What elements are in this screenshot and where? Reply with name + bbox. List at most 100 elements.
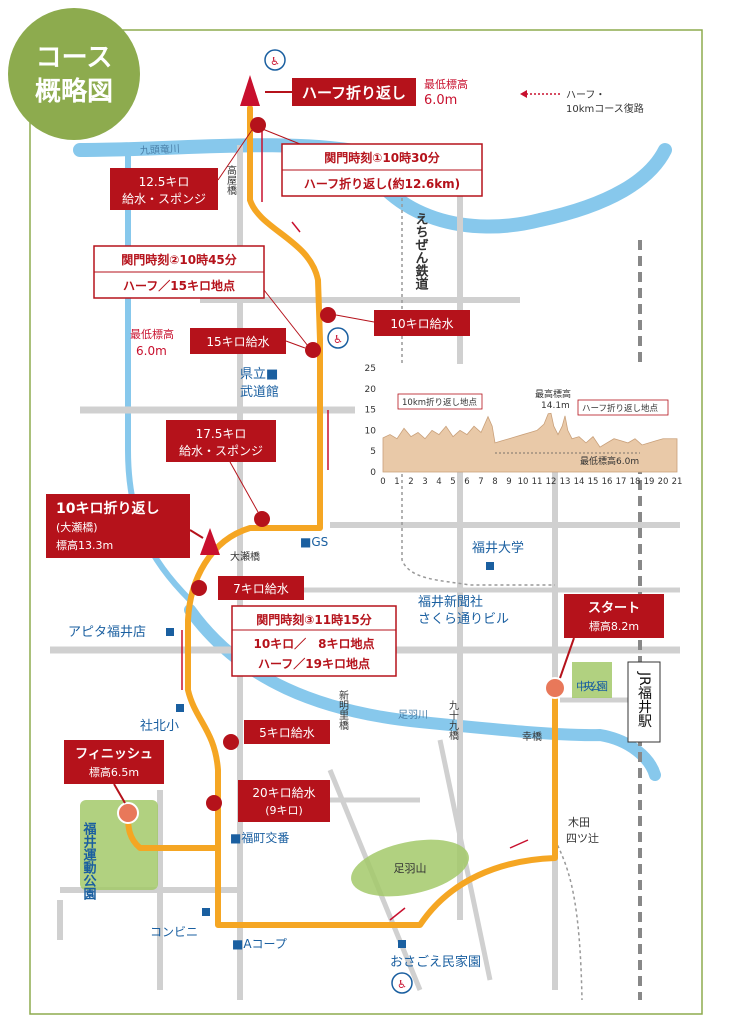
chart-y-tick: 5 [370,447,376,457]
gate2-line2: ハーフ／15キロ地点 [123,278,235,293]
half-turn-flag-icon [240,75,260,106]
aid-125-line1: 12.5キロ [139,175,190,189]
chart-x-tick: 4 [436,477,441,487]
aid-marker [254,511,270,527]
water-15-label: 15キロ給水 [206,335,269,349]
legend-line1: ハーフ・ [566,90,605,101]
ose-bridge-label: 大瀬橋 [230,550,260,563]
chart-x-tick: 0 [380,477,385,487]
budokan-label-2: 武道館 [240,385,279,400]
turn-half-annot-box [577,399,669,416]
kuzuryu-river [73,138,672,234]
gate2-line1: 関門時刻②10時45分 [121,252,237,267]
chart-x-tick: 3 [422,477,427,487]
water-20-box [238,780,330,822]
half-turn-elev-l2: 6.0m [424,93,457,108]
gate3-line1: 関門時刻③11時15分 [256,612,372,627]
turn-10k-box [46,494,190,558]
kida-label-1: 木田 [568,816,590,829]
aid-markers [191,117,336,811]
chart-y-tick: 10 [365,426,377,436]
return-arrow [291,221,301,233]
return-arrow [509,839,529,849]
chuo-park [572,662,612,698]
chart-y-tick: 20 [365,385,377,395]
svg-text:♿: ♿ [270,55,280,68]
kida-label-2: 四ツ辻 [566,831,599,845]
asuwayama-label: 足羽山 [394,862,427,875]
chart-x-tick: 21 [672,477,683,487]
chart-x-tick: 9 [506,477,511,487]
water-15-box [190,328,286,354]
fukui-univ-label: 福井大学 [472,540,524,556]
turn-10k-title: 10キロ折り返し [56,500,159,517]
newspaper-label-1: 福井新聞社 [418,594,483,610]
echizen-railway [401,150,555,586]
budokan-label-1: 県立■ [240,367,278,382]
asuwa-river-label: 足羽川 [398,709,428,721]
chart-x-tick: 7 [478,477,483,487]
osagoe-label: おさごえ民家園 [390,954,481,970]
chart-x-tick: 8 [492,477,497,487]
undo-park-label: 福井運動公園 [81,821,98,901]
chart-x-tick: 16 [602,477,613,487]
chart-x-tick: 20 [658,477,669,487]
railways [401,150,642,1001]
aid-125-box [110,168,218,210]
return-arrows [181,128,529,921]
apita-marker [166,628,174,636]
shinmei-bridge-label: 新明里橋 [337,689,349,731]
turn10-annot: 10km折り返し地点 [402,397,478,408]
max-annot-l2: 14.1m [541,401,570,411]
start-elev: 標高8.2m [589,619,639,633]
toilet-icon: ♿ [327,327,349,349]
aid-marker [305,342,321,358]
chart-y-tick: 25 [365,364,376,374]
chart-y-tick: 15 [365,406,376,416]
chart-x-tick: 10 [518,477,529,487]
water-7-box [218,576,304,600]
fukui-railway [554,839,583,1001]
convenience-marker [202,908,210,916]
half-turn-elev-l1: 最低標高 [424,77,468,91]
water-5-box [244,720,330,744]
chart-x-tick: 5 [450,477,455,487]
chart-x-tick: 13 [560,477,571,487]
start-box [564,594,664,638]
gate3-line3: ハーフ／19キロ地点 [258,656,370,671]
gate1-line1: 関門時刻①10時30分 [324,150,440,165]
jr-station-label: JR福井駅 [636,671,652,728]
chart-x-tick: 12 [546,477,557,487]
water-10-label: 10キロ給水 [390,317,453,331]
gate1-line2: ハーフ折り返し(約12.6km) [304,176,460,191]
half-turn-box [292,78,416,106]
saiwai-bridge-label: 幸橋 [522,730,542,743]
finish-box [64,740,164,784]
gs-label: ■GS [300,535,328,549]
turn-10k-elev: 標高13.3m [56,538,113,552]
takaya-bridge-label: 高屋橋 [225,164,237,196]
low-15-l1: 最低標高 [130,327,174,341]
chuo-park-label: 中央公園 [576,680,608,693]
max-annot-l1: 最高標高 [535,388,571,400]
toilet-icons: ♿ ♿ ♿ [264,49,413,994]
place-labels: 九頭竜川 高屋橋 えちぜん鉄道 県立■ 武道館 ■GS 大瀬橋 福井大学 福井新… [68,142,652,970]
a-coop-label: ■Aコープ [232,937,287,951]
toilet-icon: ♿ [391,972,413,994]
aid-175-line1: 17.5キロ [196,427,247,441]
gate3-box [231,605,397,677]
low-15-l2: 6.0m [136,344,167,358]
chart-x-tick: 19 [644,477,655,487]
svg-text:♿: ♿ [333,333,343,346]
chart-x-tick: 14 [574,477,585,487]
svg-text:♿: ♿ [397,978,407,991]
fukumachi-koban-label: ■福町交番 [230,830,289,845]
aid-marker [191,580,207,596]
badge-line2: 概略図 [35,76,113,107]
water-5-label: 5キロ給水 [259,726,315,740]
aid-175-box [166,420,276,462]
title-badge: コース 概略図 [8,8,140,140]
kukuri-bridge-label: 九十九橋 [447,700,459,741]
